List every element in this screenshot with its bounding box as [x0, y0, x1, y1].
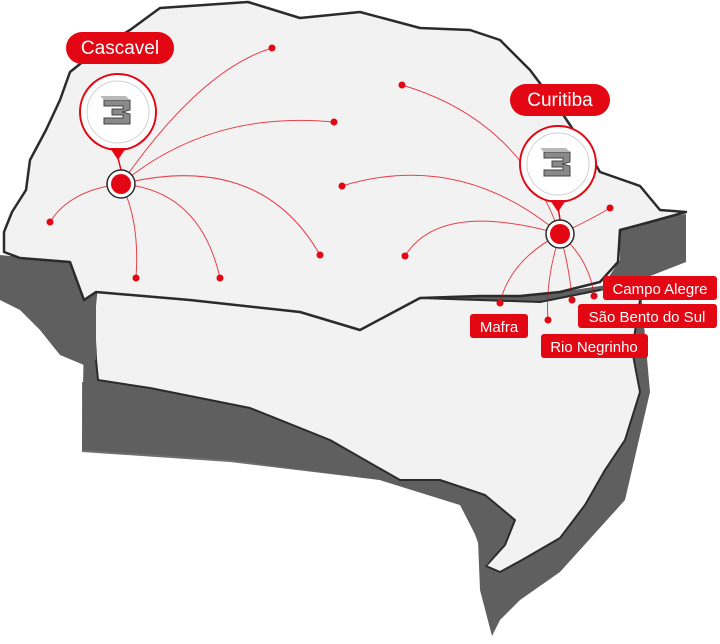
destination-dot [316, 251, 324, 259]
destination-dot [544, 316, 552, 324]
hub-logo-pointer [110, 148, 126, 160]
south-state-land [93, 281, 641, 573]
city-label-mafra[interactable]: Mafra [470, 314, 528, 338]
hub-pin-stem [117, 157, 122, 171]
destination-dot [401, 252, 409, 260]
hub-marker-dot [550, 224, 570, 244]
north-state-relief [0, 255, 96, 365]
destination-dot [606, 204, 614, 212]
destination-dot [398, 81, 406, 89]
city-label-bg [541, 334, 648, 358]
city-label: Mafra [480, 319, 519, 336]
route-curitiba-3 [404, 220, 561, 257]
destination-dot [568, 296, 576, 304]
hub-curitiba[interactable]: Curitiba [510, 84, 610, 249]
logo-3-icon [100, 96, 131, 125]
city-label: São Bento do Sul [589, 309, 706, 326]
route-cascavel-1 [120, 47, 273, 185]
route-cascavel-2 [120, 119, 335, 185]
south-state-inner-shade [82, 382, 512, 566]
destination-dot [132, 274, 140, 282]
south-state [82, 280, 650, 636]
city-label-bg [470, 314, 528, 338]
city-label: Campo Alegre [612, 281, 707, 298]
route-cascavel-3 [120, 175, 321, 256]
city-label-bg [578, 304, 717, 328]
destination-dot [590, 292, 598, 300]
destination-dot [496, 299, 504, 307]
logo-3-icon [540, 148, 571, 177]
city-label-rio-negrinho[interactable]: Rio Negrinho [541, 334, 648, 358]
destination-dot [330, 118, 338, 126]
destination-dot [338, 182, 346, 190]
north-state-relief-right [600, 214, 686, 290]
hub-marker-dot [111, 174, 131, 194]
north-state [0, 0, 688, 365]
hub-label: Curitiba [527, 90, 593, 111]
city-label-sao-bento[interactable]: São Bento do Sul [578, 304, 717, 328]
city-label-campo-alegre[interactable]: Campo Alegre [603, 276, 717, 300]
destination-dot [46, 218, 54, 226]
route-curitiba-1 [401, 84, 561, 235]
route-curitiba-2 [341, 174, 561, 235]
city-label: Rio Negrinho [550, 339, 638, 356]
destination-dots [46, 44, 614, 324]
destination-dot [268, 44, 276, 52]
route-cascavel-4 [120, 183, 221, 279]
hub-cascavel[interactable]: Cascavel [66, 32, 174, 199]
destination-dot [216, 274, 224, 282]
hub-label-bg [510, 84, 610, 116]
north-state-land [2, 0, 688, 332]
hub-label: Cascavel [81, 38, 159, 59]
city-label-bg [603, 276, 717, 300]
hub-logo-pointer [550, 200, 566, 212]
hub-label-bg [66, 32, 174, 64]
